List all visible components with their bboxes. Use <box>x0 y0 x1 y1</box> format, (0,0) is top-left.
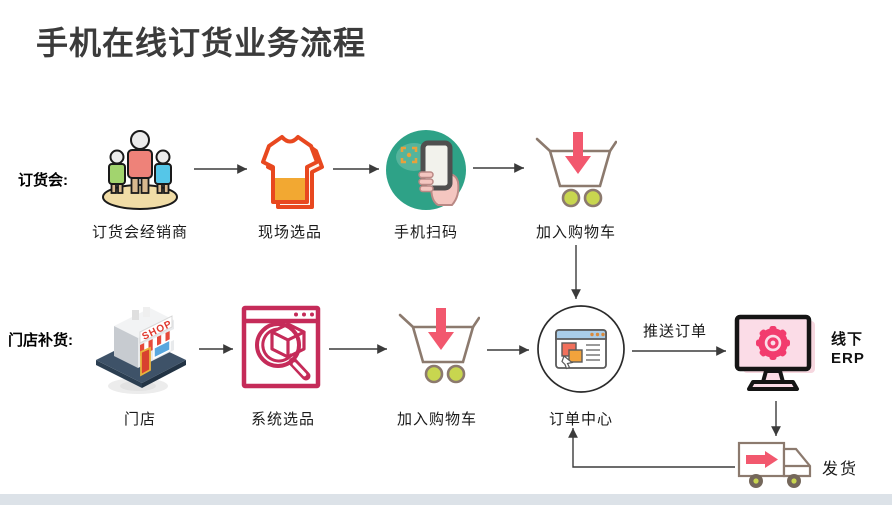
node-label-phone-scan: 手机扫码 <box>393 225 458 241</box>
page-title: 手机在线订货业务流程 <box>36 25 367 61</box>
node-label-order-center: 订单中心 <box>548 412 613 428</box>
system-pick-icon <box>241 305 321 389</box>
gear-icon <box>756 326 790 360</box>
tshirt-icon <box>261 135 324 209</box>
node-label-add-cart-2: 加入购物车 <box>396 412 477 428</box>
node-label-ship: 发货 <box>822 461 859 478</box>
row-label-store-restock: 门店补货: <box>8 332 73 349</box>
row-label-ordering-fair: 订货会: <box>18 172 68 189</box>
scan-frame-icon <box>400 146 418 164</box>
cursor-icon <box>561 355 574 370</box>
erp-monitor-icon <box>734 314 815 391</box>
node-label-store: 门店 <box>123 412 156 428</box>
shop-icon: SHOP <box>96 307 186 394</box>
delivery-truck-icon <box>737 441 812 488</box>
add-to-cart-icon <box>398 308 480 384</box>
node-label-offline-erp: 线下 ERP <box>831 330 865 368</box>
magnifier-icon <box>255 322 301 368</box>
add-to-cart-icon <box>535 132 617 208</box>
erp-label-line1: 线下 <box>831 331 864 348</box>
node-label-system-pick: 系统选品 <box>250 412 315 428</box>
edge-label-push-order: 推送订单 <box>642 324 707 340</box>
erp-label-line2: ERP <box>831 350 865 367</box>
node-label-onsite-pick: 现场选品 <box>257 225 322 241</box>
arrow-ship-back-to-ordercenter <box>568 428 735 468</box>
footer-bar <box>0 494 892 505</box>
order-center-icon <box>537 305 625 393</box>
node-label-add-cart-1: 加入购物车 <box>535 225 616 241</box>
phone-scan-icon <box>386 130 466 210</box>
dealer-group-icon <box>102 130 178 210</box>
node-label-dealer: 订货会经销商 <box>91 225 188 241</box>
